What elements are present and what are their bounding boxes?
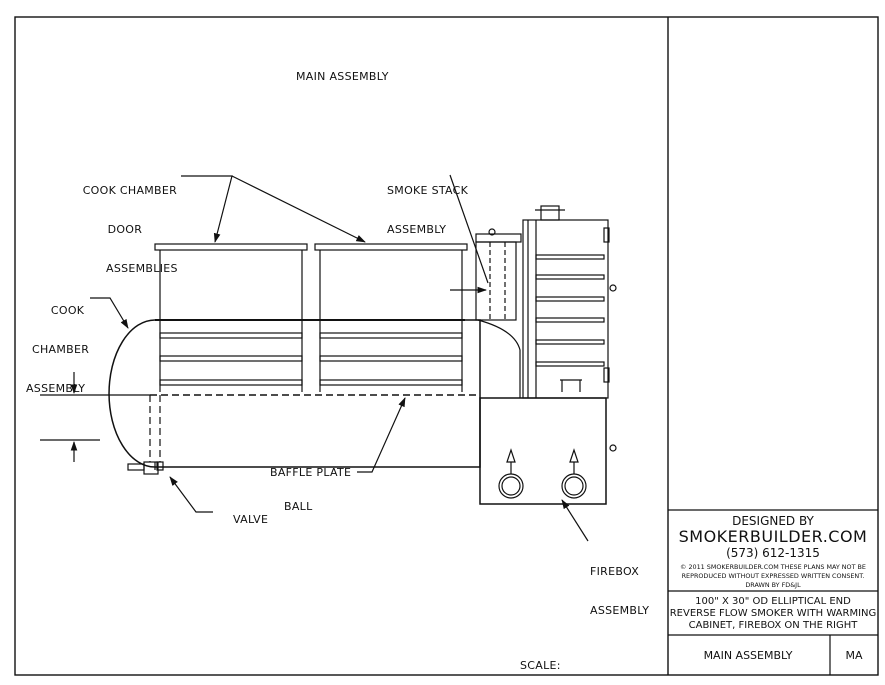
label-line: SMOKE STACK	[387, 184, 469, 197]
warming-cabinet	[488, 205, 617, 399]
drawing-heading: MAIN ASSEMBLY	[296, 70, 389, 83]
description-line-1: 100" X 30" OD ELLIPTICAL END	[695, 596, 851, 607]
label-line: CHAMBER	[32, 343, 90, 356]
phone-number: (573) 612-1315	[726, 546, 820, 560]
label-line: ASSEMBLY	[25, 382, 86, 395]
label-baffle-plate: BAFFLE PLATE	[270, 466, 352, 479]
label-cook-chamber: COOK CHAMBER ASSEMBLY	[22, 278, 89, 421]
label-cook-chamber-doors: COOK CHAMBER DOOR ASSEMBLIES	[82, 158, 178, 301]
designed-by: DESIGNED BY	[732, 514, 814, 528]
description-line-2: REVERSE FLOW SMOKER WITH WARMING	[669, 608, 877, 619]
sheet-name: MAIN ASSEMBLY	[703, 649, 793, 662]
label-smoke-stack: SMOKE STACK ASSEMBLY	[387, 158, 468, 262]
label-line: ASSEMBLY	[387, 223, 447, 236]
label-line: FIREBOX	[590, 565, 640, 578]
label-line: COOK	[50, 304, 85, 317]
cook-chamber-door-left	[154, 243, 308, 392]
label-line: ASSEMBLY	[590, 604, 650, 617]
smoke-stack	[475, 233, 522, 321]
copyright-line-1: © 2011 SMOKERBUILDER.COM THESE PLANS MAY…	[680, 563, 866, 571]
firebox	[479, 397, 617, 505]
drawn-by: DRAWN BY FD&JL	[745, 581, 801, 589]
sheet-code: MA	[845, 649, 863, 662]
ball-valve	[127, 461, 164, 475]
label-line: DOOR	[107, 223, 143, 236]
label-line: COOK CHAMBER	[82, 184, 178, 197]
label-line: ASSEMBLIES	[106, 262, 178, 275]
label-firebox: FIREBOX ASSEMBLY	[590, 539, 649, 643]
brand-name: SMOKERBUILDER.COM	[678, 527, 868, 546]
description-line-3: CABINET, FIREBOX ON THE RIGHT	[688, 620, 858, 631]
label-valve: VALVE	[233, 513, 269, 526]
cook-chamber-door-right	[314, 243, 468, 392]
label-scale: SCALE:	[520, 659, 561, 672]
copyright-line-2: REPRODUCED WITHOUT EXPRESSED WRITTEN CON…	[681, 572, 865, 580]
sheet-border	[14, 16, 879, 676]
label-ball: BALL	[284, 500, 313, 513]
cook-chamber-body	[108, 319, 481, 468]
